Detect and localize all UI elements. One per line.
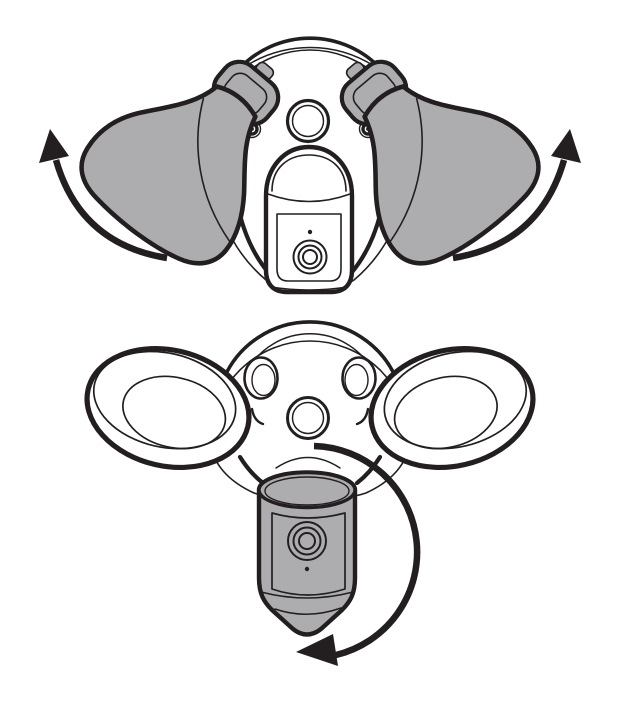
camera-unit [263, 144, 355, 295]
motion-sensor-inner [291, 401, 325, 435]
camera-lens-outer [292, 239, 328, 275]
camera-dome-seam [267, 193, 351, 203]
camera-lens-mid [292, 526, 322, 556]
camera-bottom-seam [270, 286, 348, 291]
camera-lens-inner [302, 249, 318, 265]
sensor-ring-inner [291, 104, 325, 138]
camera-front-panel [271, 512, 346, 596]
mount-arm-outer [238, 36, 382, 70]
figure-floodlight-rotation [39, 36, 581, 295]
camera-front-panel [276, 213, 342, 282]
figure-camera-rotation [75, 320, 545, 666]
mount-arm-inner-line [245, 46, 375, 67]
camera-rotate-arrow-curve [313, 442, 421, 659]
camera-rotate-arrow-head [296, 634, 338, 666]
camera-body-seam [260, 591, 354, 599]
sensor-dome-line [275, 456, 341, 469]
camera-top-cap-inner [264, 476, 350, 506]
camera-cone-seam [274, 607, 342, 615]
camera-dome-inner-line [271, 154, 347, 192]
camera-unit-highlighted [256, 470, 358, 637]
camera-lens-mid [297, 244, 323, 270]
mount-plate-edge-right [354, 454, 383, 486]
motion-sensor-outer [286, 396, 330, 440]
mount-plate-edge-left [237, 454, 266, 486]
sensor-ring-outer [285, 98, 331, 144]
camera-top-cap [257, 470, 357, 510]
camera-body [263, 144, 355, 295]
mount-arm-outer [222, 320, 398, 380]
camera-rotate-arrow-icon [296, 442, 421, 666]
camera-lens-inner [298, 532, 316, 550]
camera-mic-dot [304, 566, 310, 572]
illustration-root [39, 36, 581, 666]
mount-arm-inner-line [249, 333, 371, 367]
camera-lens-outer [287, 521, 327, 561]
camera-mic-dot [307, 229, 313, 235]
